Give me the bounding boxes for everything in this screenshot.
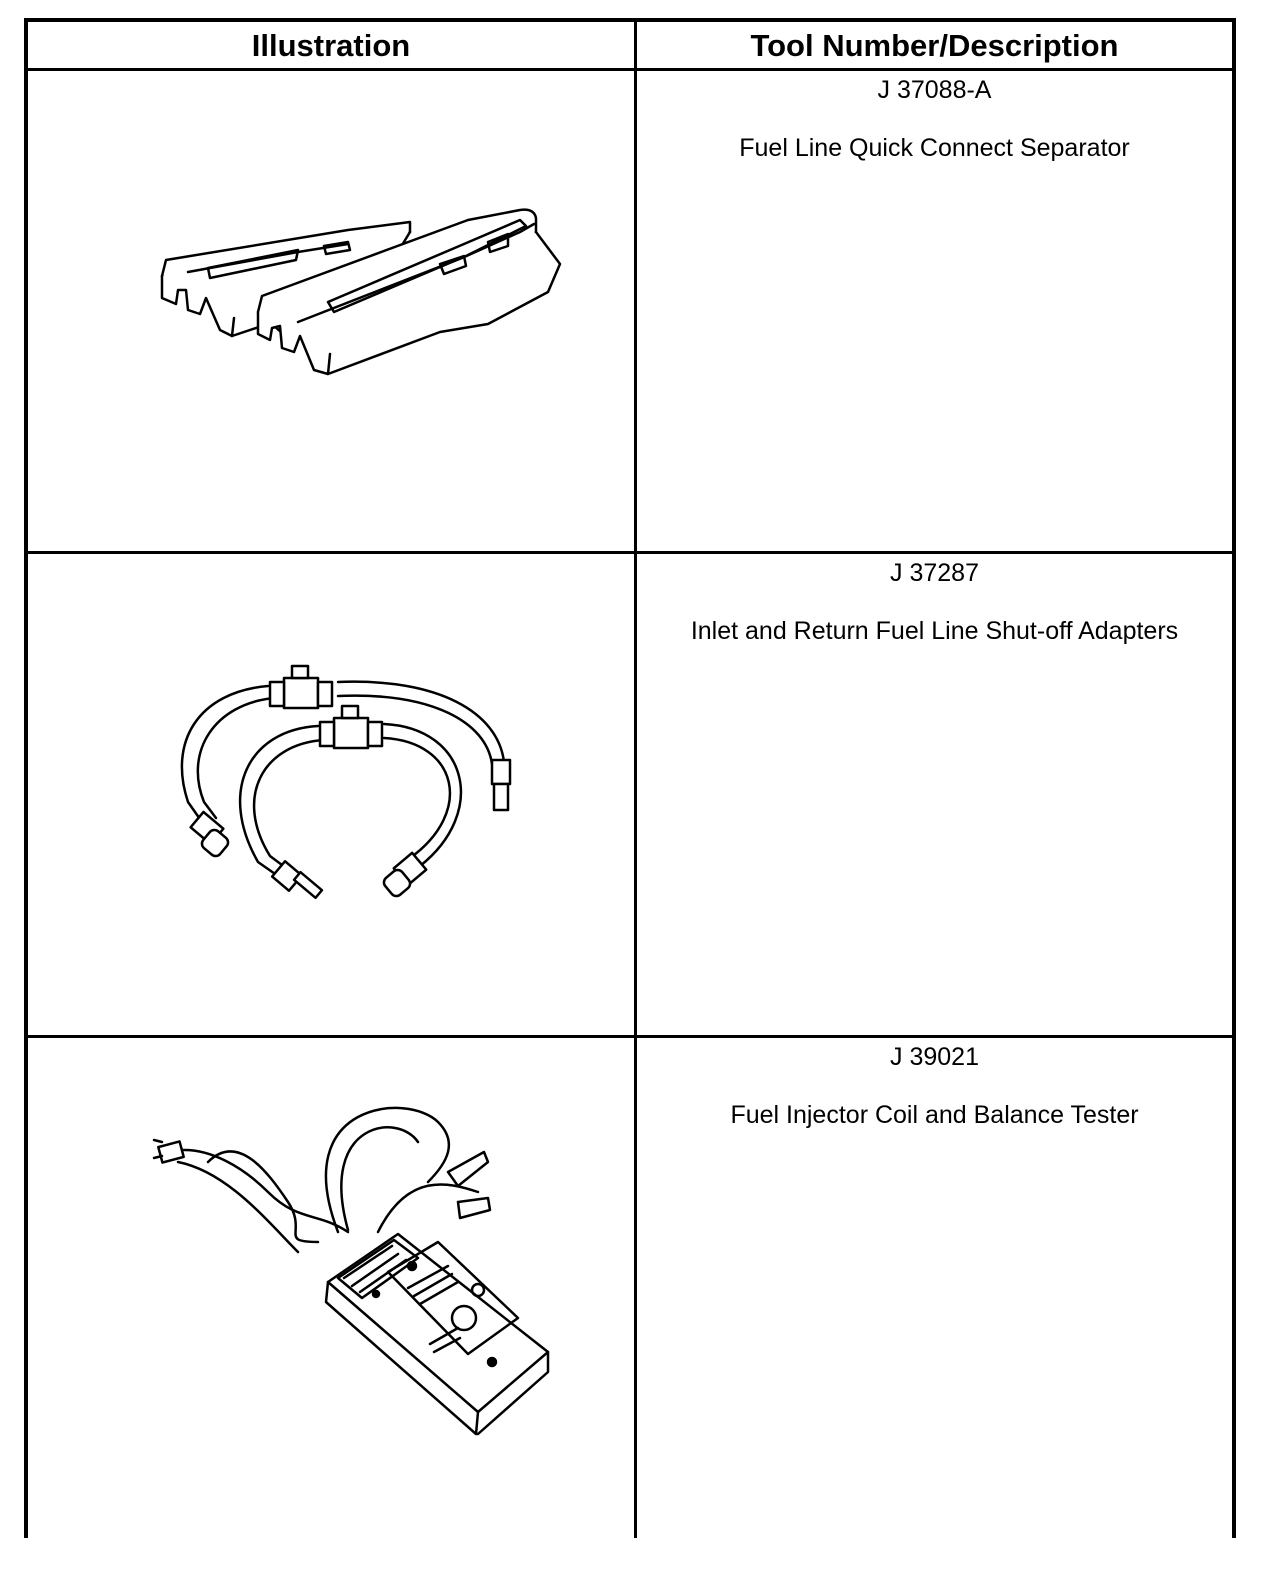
tool-description: Inlet and Return Fuel Line Shut-off Adap…: [690, 617, 1179, 645]
quick-connect-separator-illustration: [160, 208, 562, 376]
tool-table: Illustration Tool Number/Description J 3…: [24, 18, 1236, 1538]
row-divider: [28, 1035, 1232, 1038]
injector-tester-illustration: [152, 1106, 550, 1436]
table-row: J 37088-A Fuel Line Quick Connect Separa…: [637, 76, 1232, 546]
table-row: J 37287 Inlet and Return Fuel Line Shut-…: [637, 559, 1232, 1029]
header-divider: [28, 68, 1232, 71]
tool-description: Fuel Line Quick Connect Separator: [739, 134, 1130, 162]
tool-description: Fuel Injector Coil and Balance Tester: [730, 1101, 1139, 1129]
shut-off-adapters-illustration: [180, 664, 512, 900]
header-tool-number-description: Tool Number/Description: [750, 27, 1119, 63]
header-illustration: Illustration: [251, 27, 411, 63]
tool-number: J 37287: [890, 559, 979, 587]
tool-number: J 37088-A: [877, 76, 992, 104]
row-divider: [28, 551, 1232, 554]
tool-number: J 39021: [890, 1043, 979, 1071]
table-row: J 39021 Fuel Injector Coil and Balance T…: [637, 1043, 1232, 1513]
column-divider: [634, 22, 637, 1538]
